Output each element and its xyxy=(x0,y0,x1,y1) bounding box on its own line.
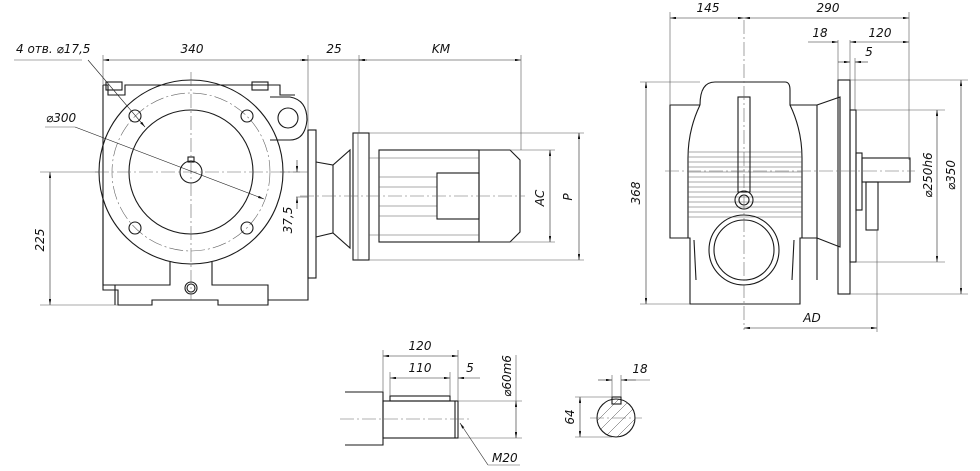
dim-km: KM xyxy=(432,42,451,56)
dim-key-18: 18 xyxy=(632,362,648,376)
dim-d350: ⌀350 xyxy=(944,160,958,190)
dim-37-5: 37,5 xyxy=(281,207,295,234)
dim-ac: AC xyxy=(533,189,547,207)
dim-25: 25 xyxy=(326,42,341,56)
dim-5: 5 xyxy=(865,45,873,59)
mounting-hole xyxy=(128,109,142,123)
shaft xyxy=(382,400,459,439)
dim-key-110: 110 xyxy=(409,361,432,375)
dim-64: 64 xyxy=(563,409,577,424)
dim-d60m6: ⌀60m6 xyxy=(500,355,514,397)
key-section-slot xyxy=(611,396,622,405)
dim-18: 18 xyxy=(812,26,828,40)
dim-225: 225 xyxy=(33,229,47,252)
lifting-eye xyxy=(277,107,299,129)
thread-m20: M20 xyxy=(492,451,518,465)
dim-d300: ⌀300 xyxy=(46,111,76,125)
holes-label: 4 отв. ⌀17,5 xyxy=(16,42,90,56)
dim-290: 290 xyxy=(817,1,840,15)
dim-120: 120 xyxy=(869,26,892,40)
dim-368: 368 xyxy=(629,181,643,204)
side-view: 145 290 18 120 5 368 ⌀250h6 ⌀350 AD xyxy=(629,1,968,332)
mounting-hole xyxy=(240,109,254,123)
dim-340: 340 xyxy=(181,42,204,56)
dim-key-5: 5 xyxy=(466,361,474,375)
shaft-detail: 120 110 5 ⌀60m6 M20 xyxy=(340,339,522,466)
front-view: 340 25 KM AC P 225 37,5 4 отв. ⌀ xyxy=(14,42,584,306)
dim-shaft-120: 120 xyxy=(409,339,432,353)
mounting-hole xyxy=(240,221,254,235)
motor-flange xyxy=(352,132,370,261)
output-shaft xyxy=(861,157,911,183)
dim-p: P xyxy=(561,193,575,201)
cooling-ribs xyxy=(688,151,802,218)
dim-d250h6: ⌀250h6 xyxy=(921,152,935,198)
dim-145: 145 xyxy=(697,1,720,15)
key-section: 18 64 xyxy=(563,362,650,438)
mounting-hole xyxy=(128,221,142,235)
key xyxy=(389,395,451,402)
dim-ad: AD xyxy=(802,311,820,325)
